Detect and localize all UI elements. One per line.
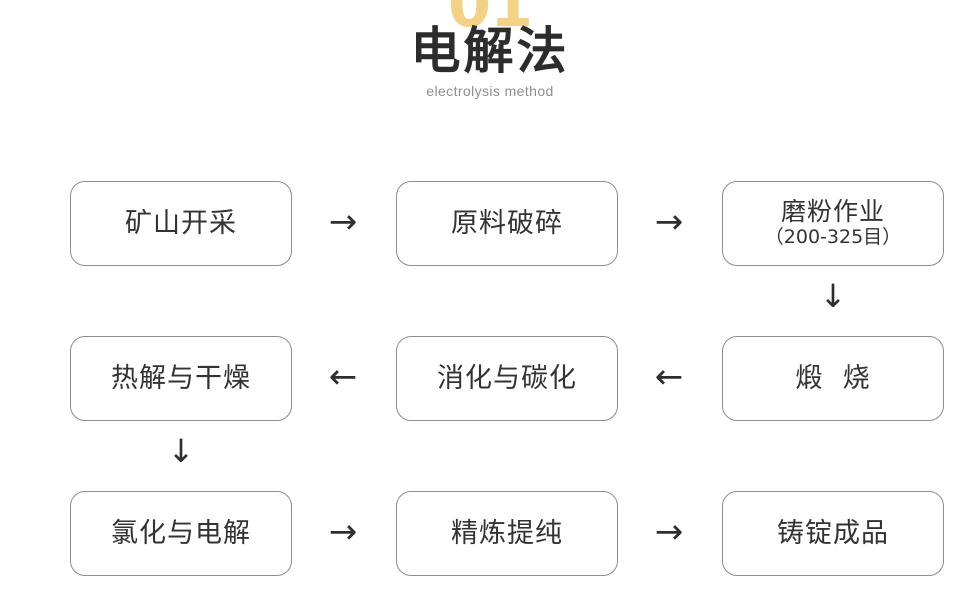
flow-node-pyrolysis[interactable]: 热解与干燥 bbox=[70, 336, 292, 421]
flow-node-sublabel: （200-325目） bbox=[764, 226, 902, 249]
flow-node-digestion[interactable]: 消化与碳化 bbox=[396, 336, 618, 421]
arrow-refining-to-ingot: → bbox=[654, 512, 684, 552]
arrow-pyrolysis-to-chlorination: ↓ bbox=[167, 432, 195, 470]
page-subtitle: electrolysis method bbox=[426, 83, 554, 99]
page-title: 电解法 bbox=[410, 22, 570, 80]
arrow-chlorination-to-refining: → bbox=[328, 512, 358, 552]
flow-node-refining[interactable]: 精炼提纯 bbox=[396, 491, 618, 576]
flow-node-chlorination[interactable]: 氯化与电解 bbox=[70, 491, 292, 576]
header-title-stack: 01 电解法 electrolysis method bbox=[320, 0, 660, 118]
flow-node-label: 矿山开采 bbox=[125, 207, 237, 239]
flow-node-label: 铸锭成品 bbox=[777, 517, 889, 549]
flow-node-ingot[interactable]: 铸锭成品 bbox=[722, 491, 944, 576]
flow-node-label: 煅 烧 bbox=[795, 362, 871, 394]
arrow-grinding-to-calcination: ↓ bbox=[819, 277, 847, 315]
page-header: 01 电解法 electrolysis method bbox=[0, 0, 980, 118]
arrow-calcination-to-digestion: ← bbox=[654, 357, 684, 397]
arrow-digestion-to-pyrolysis: ← bbox=[328, 357, 358, 397]
flow-node-label: 精炼提纯 bbox=[451, 517, 563, 549]
flow-node-grinding[interactable]: 磨粉作业 （200-325目） bbox=[722, 181, 944, 266]
arrow-crushing-to-grinding: → bbox=[654, 202, 684, 242]
flow-node-label: 热解与干燥 bbox=[111, 362, 251, 394]
flow-node-calcination[interactable]: 煅 烧 bbox=[722, 336, 944, 421]
flow-node-label: 消化与碳化 bbox=[437, 362, 577, 394]
flow-node-crushing[interactable]: 原料破碎 bbox=[396, 181, 618, 266]
arrow-mining-to-crushing: → bbox=[328, 202, 358, 242]
flow-node-label: 原料破碎 bbox=[451, 207, 563, 239]
flow-node-label: 磨粉作业 bbox=[780, 196, 885, 226]
flow-node-mining[interactable]: 矿山开采 bbox=[70, 181, 292, 266]
flow-node-label: 氯化与电解 bbox=[111, 517, 251, 549]
section-number: 01 bbox=[447, 0, 533, 41]
